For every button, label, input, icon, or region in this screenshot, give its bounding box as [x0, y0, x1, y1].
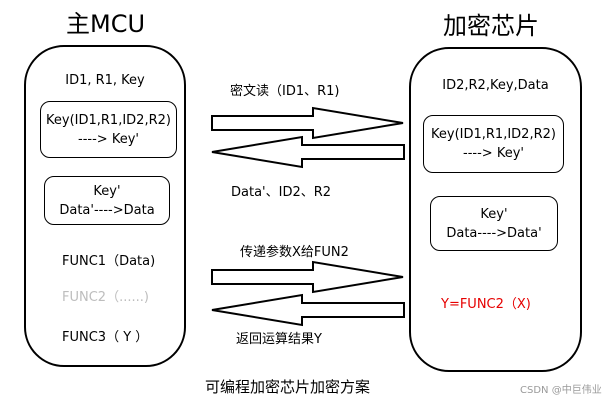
chip-ids-text: ID2,R2,Key,Data [442, 78, 549, 93]
chip-key-derivation-box: Key(ID1,R1,ID2,R2) ----> Key' [423, 115, 564, 173]
mcu-ids-text: ID1, R1, Key [65, 73, 145, 88]
read-request-label: 密文读（ID1、R1) [230, 84, 340, 99]
chip-key-derivation-line2: ----> Key' [463, 146, 524, 161]
read-request-arrow [211, 106, 404, 140]
return-data-label: Data'、ID2、R2 [231, 185, 332, 200]
chip-func-result-text: Y=FUNC2（X) [441, 297, 531, 312]
chip-encrypt-line1: Key' [480, 206, 508, 222]
mcu-title: 主MCU [66, 10, 146, 38]
return-result-arrow [211, 293, 405, 327]
mcu-decrypt-line2: Data'---->Data [59, 202, 155, 218]
return-data-arrow [211, 135, 405, 169]
mcu-key-derivation-box: Key(ID1,R1,ID2,R2) ----> Key' [40, 101, 177, 158]
chip-encrypt-line2: Data---->Data' [446, 225, 542, 241]
mcu-func2-text: FUNC2（......) [62, 290, 149, 305]
chip-encrypt-box: Key' Data---->Data' [430, 196, 558, 251]
pass-param-arrow [211, 260, 404, 294]
mcu-key-derivation-line2: ----> Key' [78, 131, 139, 147]
diagram-caption: 可编程加密芯片加密方案 [205, 378, 371, 396]
mcu-decrypt-line1: Key' [93, 183, 121, 199]
mcu-func1-text: FUNC1（Data) [62, 254, 156, 269]
pass-param-label: 传递参数X给FUN2 [240, 245, 349, 260]
mcu-func3-text: FUNC3（ Y ） [62, 330, 149, 345]
return-result-label: 返回运算结果Y [236, 332, 322, 347]
mcu-key-derivation-line1: Key(ID1,R1,ID2,R2) [46, 112, 171, 128]
chip-title: 加密芯片 [443, 12, 539, 40]
csdn-watermark: CSDN @中巨伟业 [520, 385, 602, 396]
chip-key-derivation-line1: Key(ID1,R1,ID2,R2) [431, 127, 556, 142]
mcu-decrypt-box: Key' Data'---->Data [44, 176, 170, 225]
